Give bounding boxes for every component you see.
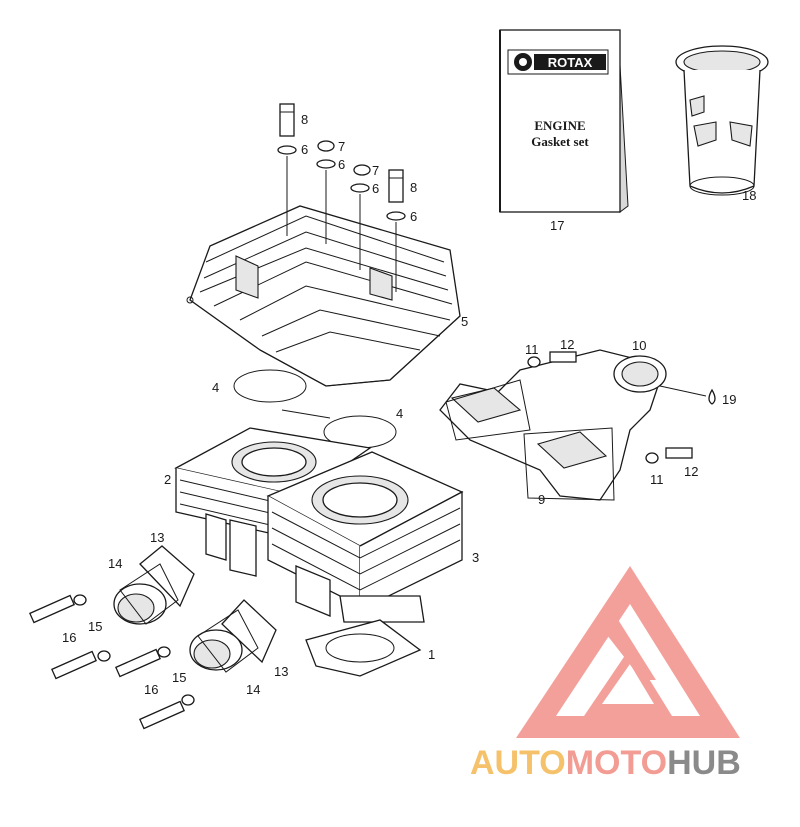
callout-8: 8 bbox=[301, 112, 308, 127]
cylinder-right bbox=[266, 451, 464, 623]
watermark-hub: HUB bbox=[667, 744, 741, 782]
automotohub-watermark: AUTOMOTOHUB bbox=[470, 744, 741, 782]
callout-15: 15 bbox=[172, 670, 186, 685]
callout-19: 19 bbox=[722, 392, 736, 407]
callout-1: 1 bbox=[428, 647, 435, 662]
gasket-set-booklet: ROTAX ENGINE Gasket set bbox=[499, 29, 629, 213]
callout-12: 12 bbox=[684, 464, 698, 479]
intake-socket-lower bbox=[189, 599, 277, 673]
callout-4: 4 bbox=[212, 380, 219, 395]
callout-6: 6 bbox=[372, 181, 379, 196]
callout-16: 16 bbox=[144, 682, 158, 697]
callout-9: 9 bbox=[538, 492, 545, 507]
callout-15: 15 bbox=[88, 619, 102, 634]
callout-13: 13 bbox=[274, 664, 288, 679]
cylinder-head bbox=[186, 205, 461, 387]
intake-bolts bbox=[29, 594, 195, 730]
automotohub-logo bbox=[516, 566, 740, 738]
booklet-brand: ROTAX bbox=[548, 55, 593, 70]
callout-labels: 1 2 3 4 4 5 6 6 6 6 7 7 8 8 9 10 11 11 1… bbox=[62, 112, 756, 697]
callout-7: 7 bbox=[372, 163, 379, 178]
callout-13: 13 bbox=[150, 530, 164, 545]
booklet-title-line2: Gasket set bbox=[531, 134, 589, 149]
callout-7: 7 bbox=[338, 139, 345, 154]
callout-6: 6 bbox=[410, 209, 417, 224]
callout-6: 6 bbox=[301, 142, 308, 157]
intake-socket-upper bbox=[113, 545, 195, 625]
watermark-auto: AUTO bbox=[470, 744, 566, 782]
base-gasket bbox=[305, 619, 422, 677]
exhaust-manifold bbox=[439, 349, 716, 501]
callout-11: 11 bbox=[525, 342, 539, 357]
booklet-title-line1: ENGINE bbox=[534, 118, 585, 133]
callout-14: 14 bbox=[246, 682, 260, 697]
callout-10: 10 bbox=[632, 338, 646, 353]
callout-17: 17 bbox=[550, 218, 564, 233]
sealant-drop-icon bbox=[708, 388, 716, 405]
callout-11: 11 bbox=[650, 472, 664, 487]
callout-16: 16 bbox=[62, 630, 76, 645]
callout-14: 14 bbox=[108, 556, 122, 571]
callout-8: 8 bbox=[410, 180, 417, 195]
head-fasteners bbox=[277, 103, 406, 292]
callout-18: 18 bbox=[742, 188, 756, 203]
callout-6: 6 bbox=[338, 157, 345, 172]
callout-2: 2 bbox=[164, 472, 171, 487]
callout-3: 3 bbox=[472, 550, 479, 565]
watermark-moto: MOTO bbox=[566, 744, 667, 782]
callout-5: 5 bbox=[461, 314, 468, 329]
cylinder-sleeve bbox=[675, 45, 769, 196]
svg-text:AUTOMOTOHUB: AUTOMOTOHUB bbox=[470, 744, 741, 782]
callout-12: 12 bbox=[560, 337, 574, 352]
callout-4: 4 bbox=[396, 406, 403, 421]
